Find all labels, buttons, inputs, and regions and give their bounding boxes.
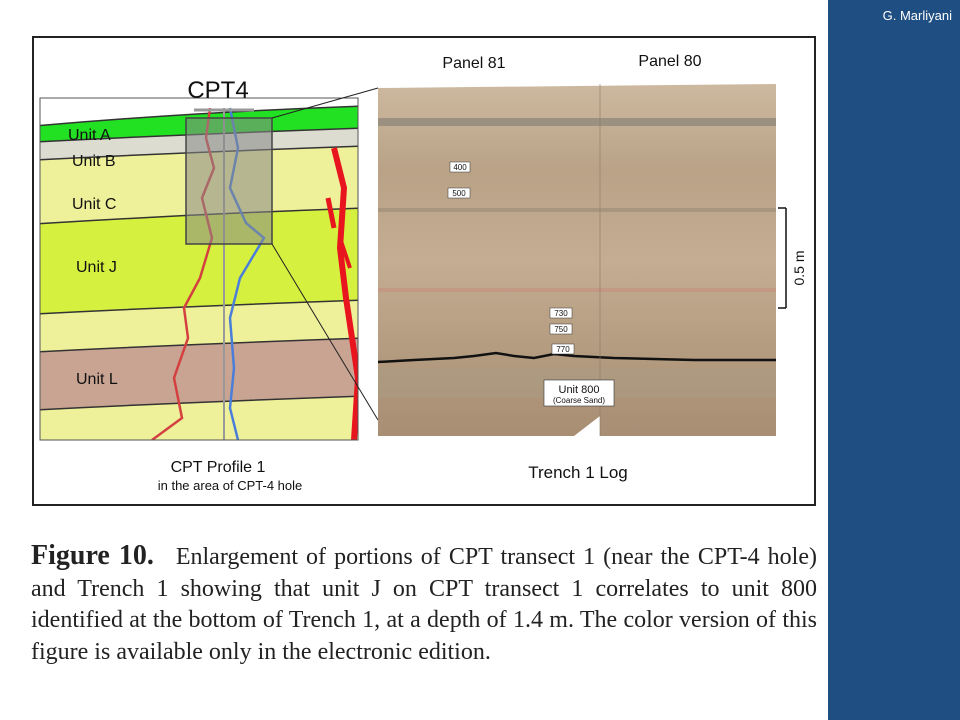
unit-a-label: Unit A (68, 127, 111, 144)
unit-l-layer (40, 338, 358, 410)
right-sidebar: G. Marliyani (828, 0, 960, 720)
lower-layer (40, 396, 358, 440)
coarse-sand-label: (Coarse Sand) (553, 396, 605, 405)
unit-k-layer (40, 300, 358, 352)
figure-panel: CPT4 Unit A Unit B Unit C Unit J Unit L … (32, 36, 816, 506)
cpt-caption: CPT Profile 1 (171, 459, 266, 476)
author-name: G. Marliyani (882, 8, 952, 23)
unit-c-label: Unit C (72, 196, 116, 213)
unit-j-layer (40, 208, 358, 314)
unit-j-label: Unit J (76, 259, 117, 276)
unit-b-label: Unit B (72, 153, 116, 170)
unit-800-contact-line (377, 351, 776, 364)
panel-80-label: Panel 80 (638, 53, 701, 70)
unit-label-730: 730 (554, 309, 568, 318)
unit-800-label: Unit 800 (559, 384, 600, 396)
scale-label: 0.5 m (791, 250, 807, 285)
unit-label-770: 770 (556, 345, 570, 354)
unit-label-750: 750 (554, 325, 568, 334)
panel-81-label: Panel 81 (442, 55, 505, 72)
figure-graphic: CPT4 Unit A Unit B Unit C Unit J Unit L … (39, 53, 807, 493)
scale-bar (778, 207, 787, 309)
caption-text: Enlargement of portions of CPT transect … (31, 544, 817, 665)
trench-caption: Trench 1 Log (528, 463, 628, 482)
cpt-subcaption: in the area of CPT-4 hole (158, 478, 303, 493)
cpt-profile (40, 98, 358, 440)
unit-label-500: 500 (452, 189, 466, 198)
unit-l-label: Unit L (76, 371, 118, 388)
unit-label-400: 400 (453, 163, 467, 172)
cpt-zoom-box (185, 117, 273, 245)
figure-number: Figure 10. (31, 540, 154, 571)
cpt-title: CPT4 (187, 77, 248, 104)
fault-line (331, 147, 358, 440)
figure-caption: Figure 10.Enlargement of portions of CPT… (31, 540, 817, 668)
